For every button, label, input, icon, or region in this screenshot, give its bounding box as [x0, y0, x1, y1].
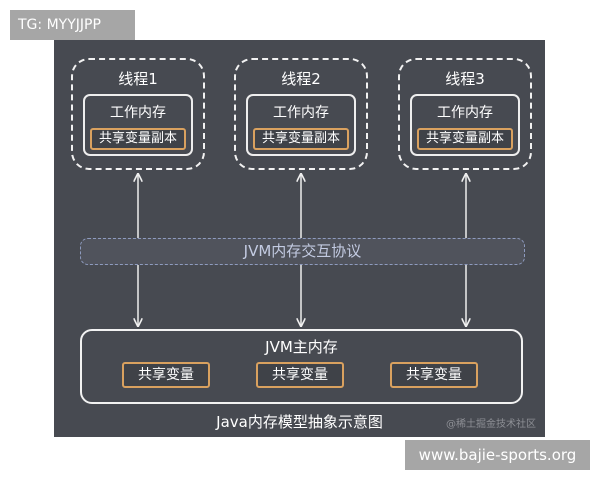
- work-memory-box: 工作内存 共享变量副本: [83, 94, 193, 156]
- source-watermark: @稀土掘金技术社区: [446, 419, 536, 430]
- thread-2-box: 线程2 工作内存 共享变量副本: [234, 58, 368, 170]
- main-memory-title: JVM主内存: [265, 338, 338, 356]
- website-badge: www.bajie-sports.org: [405, 440, 590, 470]
- diagram-panel: 线程1 工作内存 共享变量副本 线程2 工作内存 共享变量副本 线程3 工作内存…: [54, 40, 545, 437]
- work-memory-label: 工作内存: [437, 105, 493, 121]
- jvm-main-memory-box: JVM主内存 共享变量 共享变量 共享变量: [80, 329, 523, 404]
- shared-copy-box: 共享变量副本: [90, 128, 186, 150]
- thread-title: 线程3: [445, 70, 485, 88]
- thread-1-box: 线程1 工作内存 共享变量副本: [71, 58, 205, 170]
- tg-badge: TG: MYYJJPP: [10, 10, 135, 40]
- thread-title: 线程2: [281, 70, 321, 88]
- thread-3-box: 线程3 工作内存 共享变量副本: [398, 58, 532, 170]
- shared-variable-box: 共享变量: [256, 362, 344, 388]
- work-memory-label: 工作内存: [273, 105, 329, 121]
- shared-variable-box: 共享变量: [390, 362, 478, 388]
- thread-title: 线程1: [118, 70, 158, 88]
- work-memory-box: 工作内存 共享变量副本: [410, 94, 520, 156]
- shared-copy-box: 共享变量副本: [253, 128, 349, 150]
- work-memory-label: 工作内存: [110, 105, 166, 121]
- jvm-protocol-band: JVM内存交互协议: [80, 238, 525, 265]
- work-memory-box: 工作内存 共享变量副本: [246, 94, 356, 156]
- shared-variable-box: 共享变量: [122, 362, 210, 388]
- diagram-caption: Java内存模型抽象示意图: [216, 413, 383, 431]
- shared-copy-box: 共享变量副本: [417, 128, 513, 150]
